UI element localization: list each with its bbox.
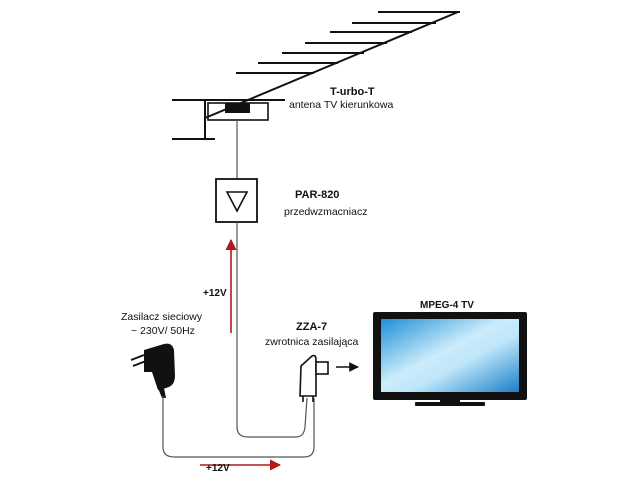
preamplifier-description: przedwzmacniacz [284,206,367,218]
tv-icon [373,312,527,406]
splitter-description: zwrotnica zasilająca [265,336,359,348]
tv-screen [381,319,519,392]
power-supply-spec: ~ 230V/ 50Hz [131,325,195,337]
coax-cable-down [236,222,308,438]
antenna-description: antena TV kierunkowa [289,99,393,111]
antenna-connector [225,103,250,113]
voltage-label-horizontal: +12V [206,463,230,474]
power-adapter-icon [130,343,175,398]
tv-stand [415,402,485,406]
power-supply-name: Zasilacz sieciowy [121,311,203,323]
power-cable [162,396,315,458]
antenna-model-label: T-urbo-T [330,86,375,98]
voltage-label-vertical: +12V [203,288,227,299]
tv-label: MPEG-4 TV [420,300,474,311]
preamplifier-icon [215,178,258,223]
splitter-model-label: ZZA-7 [296,321,327,333]
preamplifier-model-label: PAR-820 [295,189,339,201]
yagi-antenna-icon [172,11,460,140]
amplifier-triangle-icon [225,191,249,213]
power-splitter-icon [299,354,329,402]
